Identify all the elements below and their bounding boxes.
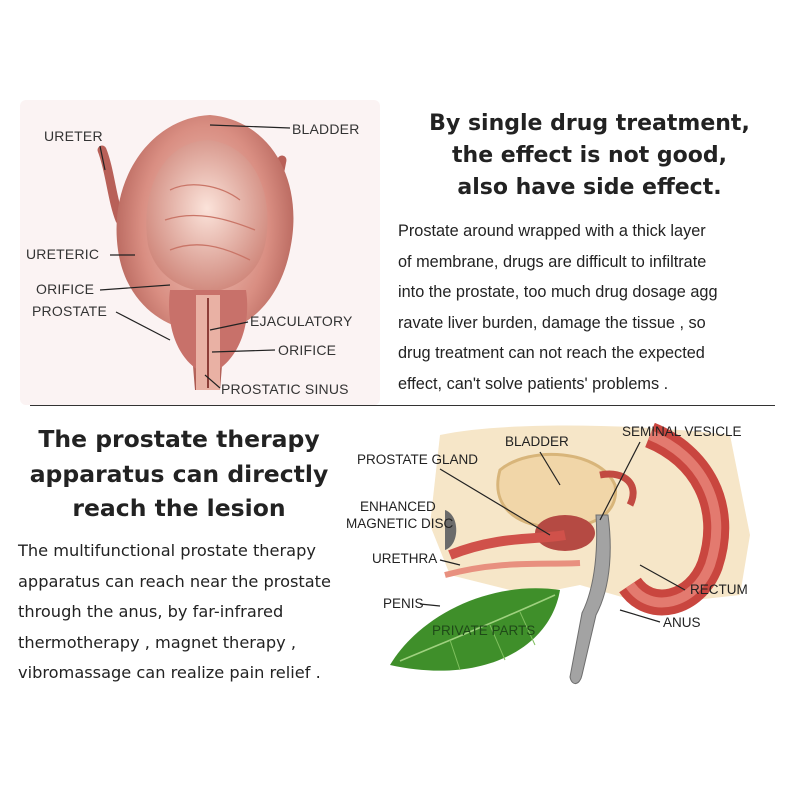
top-body-text: Prostate around wrapped with a thick lay… [398, 216, 790, 400]
bottom-body-line: apparatus can reach near the prostate [18, 571, 331, 591]
bottom-heading-line-2: apparatus can directly [29, 459, 329, 488]
label-orifice-2: ORIFICE [278, 342, 337, 358]
top-heading-line-1: By single drug treatment, [429, 111, 750, 136]
bottom-body-line: The multifunctional prostate therapy [18, 541, 316, 560]
label-ejaculatory: EJACULATORY [250, 313, 353, 329]
bottom-body-line: through the anus, by far-infrared [18, 602, 284, 621]
label-enhanced: ENHANCED [360, 499, 436, 514]
label-seminal-vesicle: SEMINAL VESICLE [622, 424, 742, 439]
top-body-line: effect, can't solve patients' problems . [398, 374, 669, 393]
top-body-line: into the prostate, too much drug dosage … [398, 283, 718, 302]
top-heading-line-2: the effect is not good, [452, 143, 727, 168]
prostate-cross-section-graphic [97, 115, 294, 390]
top-body-line: ravate liver burden, damage the tissue ,… [398, 313, 706, 332]
label-bladder: BLADDER [292, 121, 360, 137]
prostate-anatomy-illustration [20, 100, 380, 405]
bottom-body-text: The multifunctional prostate therapy app… [18, 536, 363, 689]
top-body-line: drug treatment can not reach the expecte… [398, 344, 705, 363]
label-anus: ANUS [663, 615, 701, 630]
label-magnetic-disc: MAGNETIC DISC [346, 516, 454, 531]
bottom-heading-line-1: The prostate therapy [38, 425, 320, 453]
bottom-body-line: thermotherapy , magnet therapy , [18, 632, 297, 652]
bottom-body-line: vibromassage can realize pain relief . [18, 663, 321, 682]
pelvic-anatomy-illustration [390, 422, 750, 684]
label-prostate: PROSTATE [32, 303, 107, 319]
label-prostate-gland: PROSTATE GLAND [357, 452, 479, 467]
label-orifice: ORIFICE [36, 281, 95, 297]
label-rectum: RECTUM [690, 582, 748, 597]
top-body-line: Prostate around wrapped with a thick lay… [398, 222, 706, 240]
label-bladder-2: BLADDER [505, 434, 569, 449]
bottom-heading: The prostate therapy apparatus can direc… [14, 422, 344, 526]
label-ureter: URETER [44, 128, 103, 144]
top-heading: By single drug treatment, the effect is … [392, 108, 787, 204]
label-private-parts: PRIVATE PARTS [432, 623, 536, 638]
top-body-line: of membrane, drugs are difficult to infi… [398, 252, 707, 271]
top-heading-line-3: also have side effect. [457, 175, 722, 200]
label-ureteric: URETERIC [26, 246, 100, 262]
section-divider [30, 405, 775, 406]
label-prostatic-sinus: PROSTATIC SINUS [221, 381, 349, 397]
label-penis: PENIS [383, 596, 424, 611]
label-urethra: URETHRA [372, 551, 438, 566]
bottom-heading-line-3: reach the lesion [72, 494, 286, 522]
